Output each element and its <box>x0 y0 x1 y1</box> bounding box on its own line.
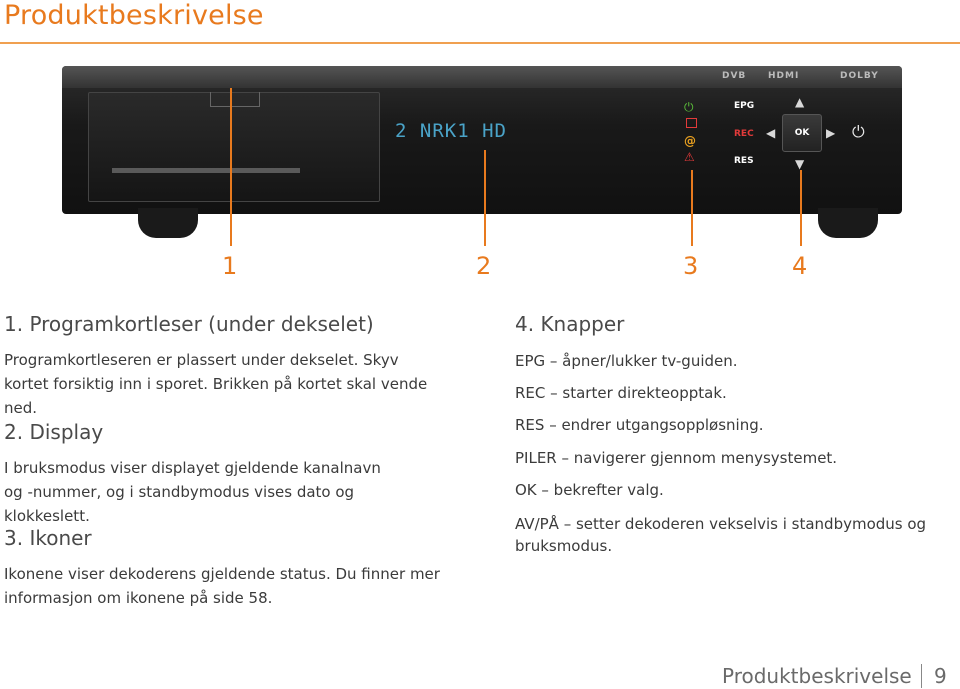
at-icon: @ <box>684 134 696 148</box>
dolby-logo: DOLBY <box>840 71 879 81</box>
button-desc-rec: REC – starter direkteopptak. <box>515 384 727 402</box>
warning-icon: ⚠ <box>684 150 695 164</box>
callout-line-2 <box>484 150 486 246</box>
epg-button[interactable]: EPG <box>734 101 755 111</box>
arrow-left-icon[interactable]: ◀ <box>766 126 776 140</box>
arrow-down-icon[interactable]: ▼ <box>795 157 805 171</box>
card-reader-cover <box>88 92 380 202</box>
callout-number-4: 4 <box>792 252 808 280</box>
arrow-up-icon[interactable]: ▲ <box>795 95 805 109</box>
title-divider <box>0 42 960 44</box>
callout-line-3 <box>691 170 693 246</box>
dvb-logo: DVB <box>722 71 747 81</box>
callout-line-4 <box>800 170 802 246</box>
device-top-edge <box>62 66 902 88</box>
footer-separator <box>921 664 922 688</box>
section-heading-display: 2. Display <box>4 420 104 444</box>
button-desc-power: AV/PÅ – setter dekoderen vekselvis i sta… <box>515 515 927 555</box>
page-title: Produktbeskrivelse <box>4 0 264 31</box>
section-text-display: I bruksmodus viser displayet gjeldende k… <box>4 459 381 525</box>
callout-number-3: 3 <box>683 252 699 280</box>
section-heading-buttons: 4. Knapper <box>515 312 625 336</box>
button-desc-res: RES – endrer utgangsoppløsning. <box>515 416 764 434</box>
section-text-icons: Ikonene viser dekoderens gjeldende statu… <box>4 565 440 607</box>
section-heading-card-reader: 1. Programkortleser (under dekselet) <box>4 312 374 336</box>
footer-section-name: Produktbeskrivelse <box>722 664 912 688</box>
device-foot-left <box>138 208 198 238</box>
card-cover-tab <box>210 92 260 107</box>
power-indicator-icon: ⏻ <box>684 100 694 114</box>
button-desc-arrows: PILER – navigerer gjennom menysystemet. <box>515 449 838 467</box>
section-text-card-reader: Programkortleseren er plassert under dek… <box>4 351 428 417</box>
message-icon <box>686 118 697 128</box>
callout-line-1 <box>230 88 232 246</box>
callout-number-2: 2 <box>476 252 492 280</box>
ok-button[interactable]: OK <box>782 114 822 152</box>
footer-page-number: 9 <box>934 664 947 688</box>
callout-number-1: 1 <box>222 252 238 280</box>
res-button[interactable]: RES <box>734 156 754 166</box>
arrow-right-icon[interactable]: ▶ <box>826 126 836 140</box>
power-button-icon[interactable]: ⏻ <box>852 122 865 141</box>
device-foot-right <box>818 208 878 238</box>
card-slot <box>112 168 300 173</box>
front-display: 2 NRK1 HD <box>395 120 507 142</box>
button-desc-epg: EPG – åpner/lukker tv-guiden. <box>515 352 738 370</box>
button-desc-ok: OK – bekrefter valg. <box>515 481 664 499</box>
rec-button[interactable]: REC <box>734 129 754 139</box>
section-heading-icons: 3. Ikoner <box>4 526 92 550</box>
hdmi-logo: HDMI <box>768 71 800 81</box>
